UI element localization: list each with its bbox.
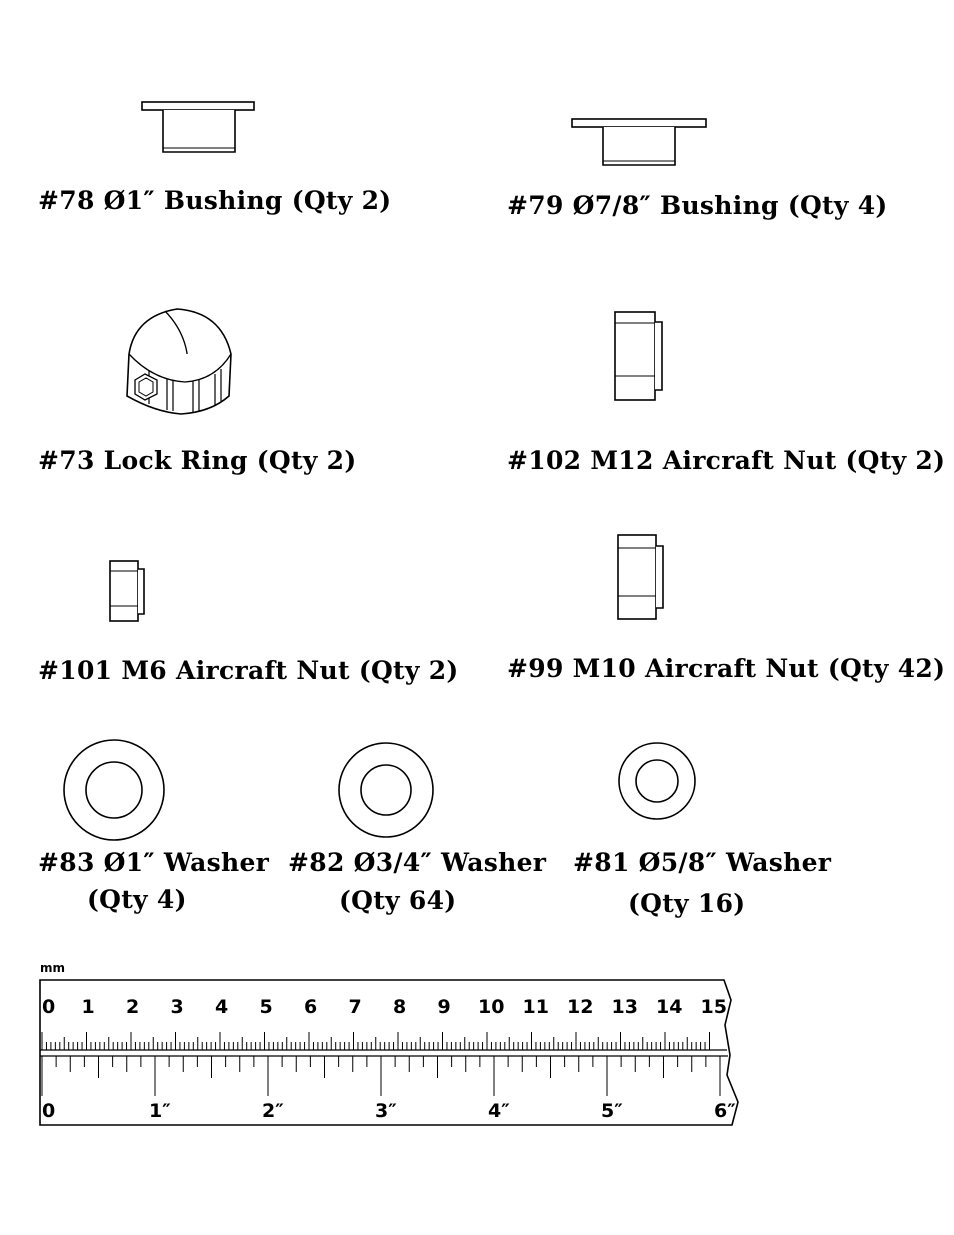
cm-label: 14 xyxy=(656,996,682,1018)
cm-label: 8 xyxy=(393,996,406,1018)
inch-label: 2″ xyxy=(262,1100,284,1122)
part-78-label: #78 Ø1″ Bushing (Qty 2) xyxy=(38,186,392,215)
ruler-inch-scale xyxy=(41,1056,721,1096)
cm-label: 0 xyxy=(42,996,55,1018)
ruler-inch-labels: 0 1″ 2″ 3″ 4″ 5″ 6″ xyxy=(42,1100,736,1122)
part-81-label-line2: (Qty 16) xyxy=(628,889,746,918)
bushing-78-icon xyxy=(141,101,255,153)
cm-label: 1 xyxy=(82,996,95,1018)
inch-label: 1″ xyxy=(149,1100,171,1122)
aircraft-nut-101-icon xyxy=(109,560,145,622)
cm-label: 2 xyxy=(126,996,139,1018)
washer-82-icon xyxy=(338,742,434,838)
cm-label: 11 xyxy=(523,996,549,1018)
cm-label: 3 xyxy=(171,996,184,1018)
part-82-label-line2: (Qty 64) xyxy=(339,886,457,915)
washer-81-icon xyxy=(618,742,696,820)
part-81-label-line1: #81 Ø5/8″ Washer xyxy=(573,848,832,877)
part-83-label-line1: #83 Ø1″ Washer xyxy=(38,848,270,877)
washer-83-icon xyxy=(63,739,165,841)
inch-label: 4″ xyxy=(488,1100,510,1122)
inch-label: 3″ xyxy=(375,1100,397,1122)
cm-label: 12 xyxy=(567,996,593,1018)
part-82-label-line1: #82 Ø3/4″ Washer xyxy=(288,848,547,877)
cm-label: 15 xyxy=(701,996,727,1018)
cm-label: 10 xyxy=(478,996,504,1018)
part-83-label-line2: (Qty 4) xyxy=(87,885,187,914)
aircraft-nut-99-icon xyxy=(617,534,664,620)
part-101-label: #101 M6 Aircraft Nut (Qty 2) xyxy=(38,656,459,685)
ruler-mm-unit: mm xyxy=(40,961,65,975)
lock-ring-icon xyxy=(126,308,232,415)
cm-label: 6 xyxy=(304,996,317,1018)
cm-label: 13 xyxy=(612,996,638,1018)
inch-label: 5″ xyxy=(601,1100,623,1122)
part-73-label: #73 Lock Ring (Qty 2) xyxy=(38,446,357,475)
cm-label: 7 xyxy=(349,996,362,1018)
part-99-label: #99 M10 Aircraft Nut (Qty 42) xyxy=(507,654,946,683)
inch-label: 0 xyxy=(42,1100,55,1122)
cm-label: 5 xyxy=(260,996,273,1018)
bushing-79-icon xyxy=(571,118,707,166)
cm-label: 4 xyxy=(215,996,228,1018)
aircraft-nut-102-icon xyxy=(614,311,663,401)
part-102-label: #102 M12 Aircraft Nut (Qty 2) xyxy=(507,446,946,475)
ruler-mm-scale xyxy=(41,1032,710,1050)
part-79-label: #79 Ø7/8″ Bushing (Qty 4) xyxy=(507,191,888,220)
inch-label: 6″ xyxy=(714,1100,736,1122)
cm-label: 9 xyxy=(438,996,451,1018)
